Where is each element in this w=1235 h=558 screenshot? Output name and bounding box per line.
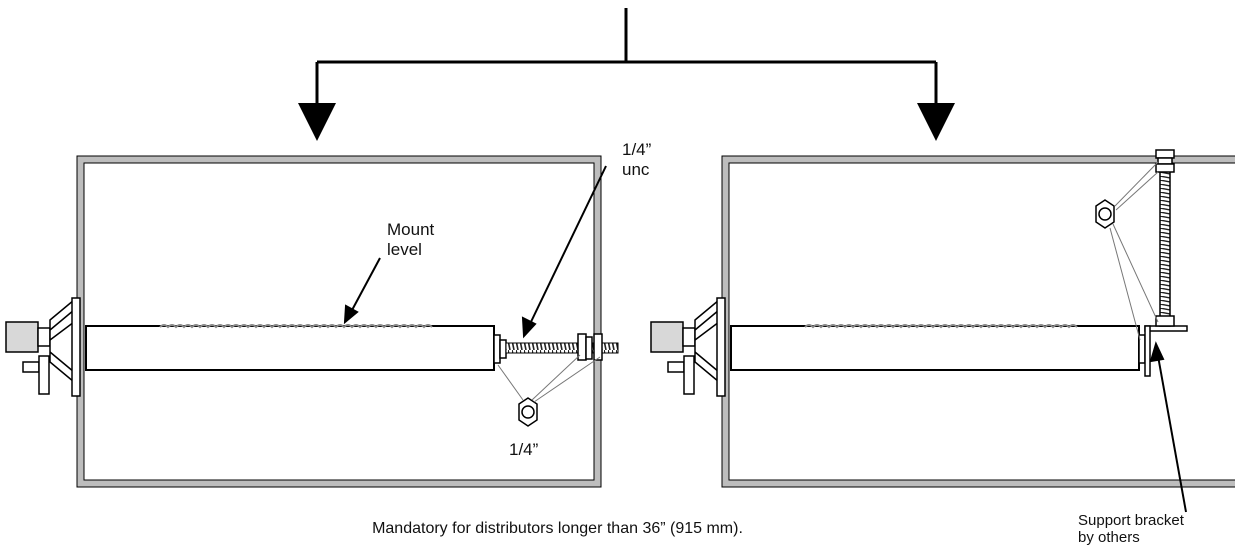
diagram-caption: Mandatory for distributors longer than 3… [0, 520, 1235, 538]
support-bracket-label: Support bracket by others [1078, 512, 1184, 546]
down-arrow-right [917, 103, 955, 141]
branch-connector [315, 8, 938, 105]
mount-level-line1: Mount [387, 220, 435, 239]
thread-size-label: 1/4” unc [622, 140, 651, 180]
left-manifold-assembly [5, 297, 81, 397]
support-bracket-line2: by others [1078, 529, 1140, 546]
support-bracket-line1: Support bracket [1078, 512, 1184, 529]
support-bracket-arrow [1149, 341, 1187, 513]
support-bracket [1144, 149, 1188, 377]
right-duct-panel [650, 149, 1235, 513]
thread-size-value: 1/4” [622, 140, 652, 159]
left-nut-leader-lines [497, 354, 601, 403]
left-hex-nut-icon [518, 397, 538, 427]
right-hex-nut-icon [1095, 199, 1115, 229]
left-distributor-tube [85, 325, 495, 371]
diagram-caption-text: Mandatory for distributors longer than 3… [372, 520, 743, 537]
right-nut-leader-lines [1109, 161, 1159, 341]
right-distributor-tube [730, 325, 1140, 371]
left-arrows [343, 165, 607, 339]
right-manifold-assembly [650, 297, 726, 397]
left-duct-panel [5, 155, 619, 488]
thread-type-value: unc [622, 160, 650, 179]
left-threaded-rod [505, 342, 619, 354]
mount-level-line2: level [387, 240, 422, 259]
mount-level-label: Mount level [387, 220, 434, 260]
nut-size-label: 1/4” [509, 440, 539, 459]
down-arrow-left [298, 103, 336, 141]
